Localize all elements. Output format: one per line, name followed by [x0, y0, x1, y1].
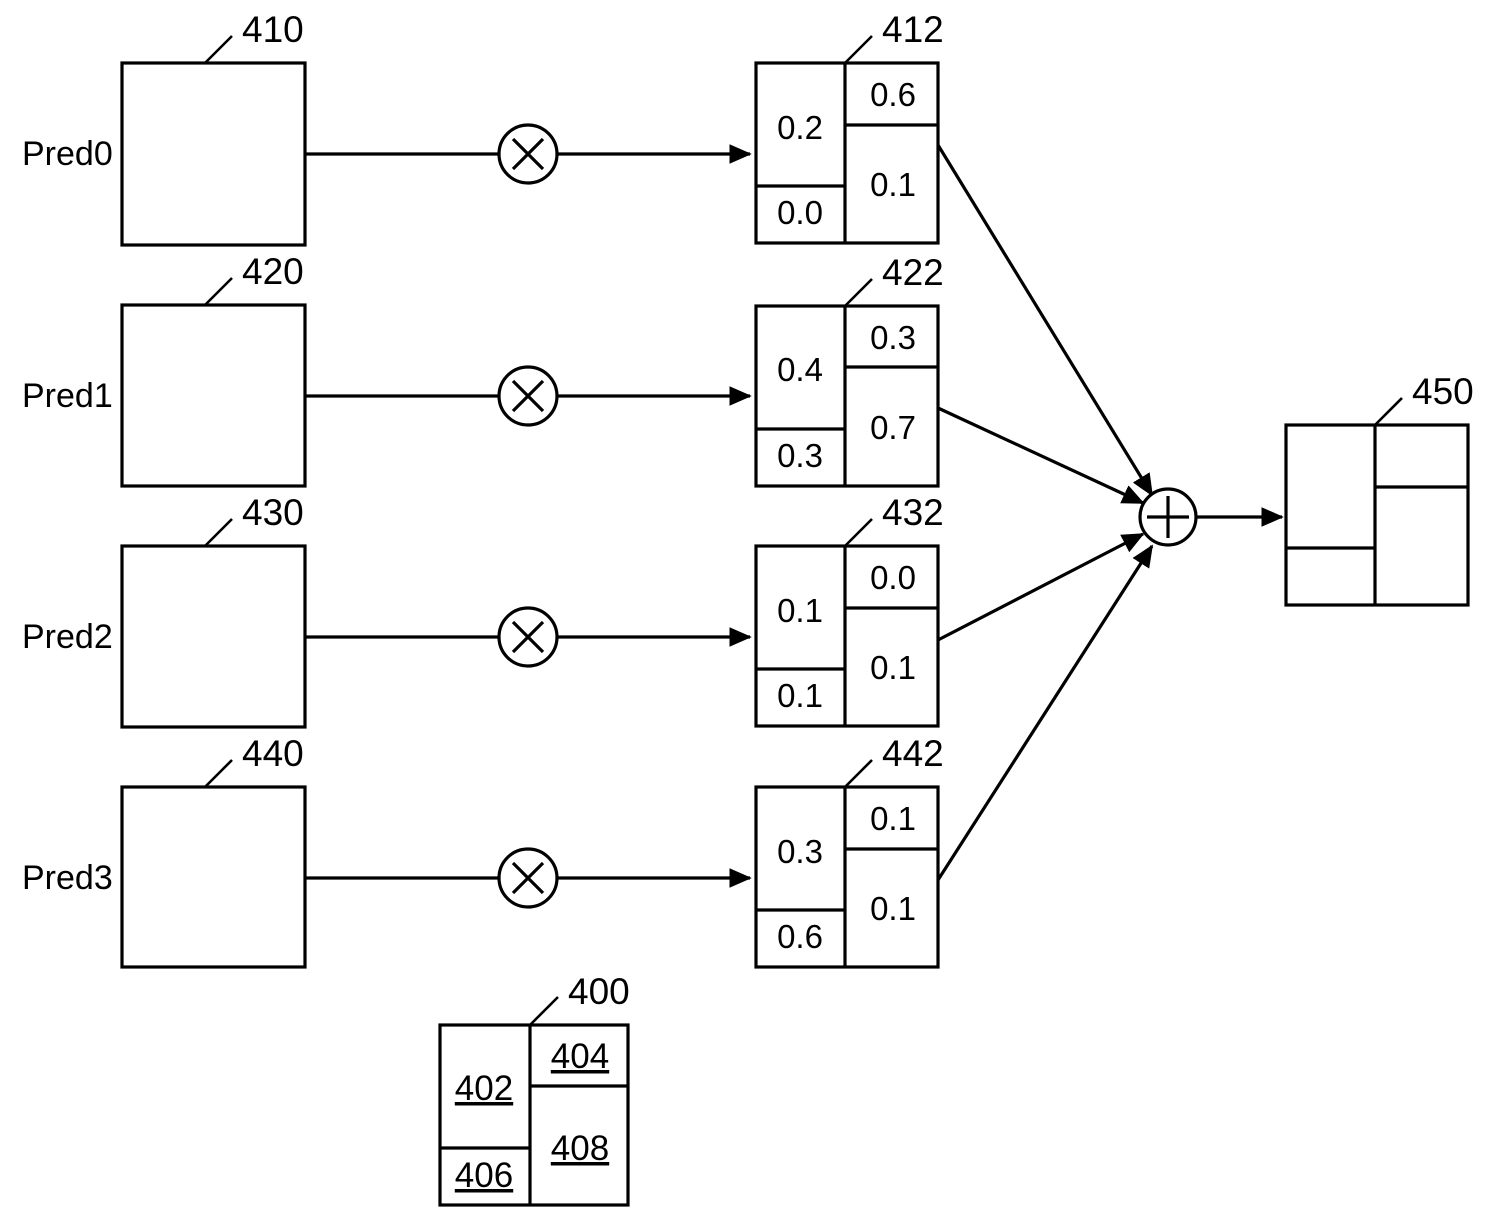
weight-432-bottom-left: 0.1 — [777, 677, 823, 714]
weight-442-bottom-right: 0.1 — [870, 890, 916, 927]
weight-422-bottom-right: 0.7 — [870, 409, 916, 446]
block432-to-adder-arrow — [937, 532, 1145, 642]
weighted-block-432[interactable] — [754, 544, 940, 728]
ref-label-400: 400 — [568, 971, 630, 1012]
ref-leader-422 — [844, 278, 873, 307]
weight-432-top-right: 0.0 — [870, 559, 916, 596]
ref-label-440: 440 — [242, 733, 304, 774]
weight-422-top-right: 0.3 — [870, 319, 916, 356]
weighted-block-442[interactable] — [754, 785, 940, 969]
ref-label-410: 410 — [242, 9, 304, 50]
ref-leader-410 — [204, 35, 233, 64]
weight-412-top-left: 0.2 — [777, 109, 823, 146]
pred3-label: Pred3 — [22, 859, 113, 897]
weight-432-top-left: 0.1 — [777, 592, 823, 629]
weight-412-bottom-left: 0.0 — [777, 194, 823, 231]
weight-422-top-left: 0.4 — [777, 351, 823, 388]
ref-label-432: 432 — [882, 492, 944, 533]
weight-442-top-right: 0.1 — [870, 800, 916, 837]
ref-leader-442 — [844, 759, 873, 788]
pred2-label: Pred2 — [22, 618, 113, 656]
weight-442-bottom-left: 0.6 — [777, 918, 823, 955]
multiply-x-icon-0 — [511, 137, 545, 171]
multiply-x-icon-3 — [511, 861, 545, 895]
ref-label-442: 442 — [882, 733, 944, 774]
pred0-label: Pred0 — [22, 135, 113, 173]
weight-422-bottom-left: 0.3 — [777, 437, 823, 474]
legend-partition-402: 402 — [455, 1069, 513, 1108]
ref-label-430: 430 — [242, 492, 304, 533]
pred0-block[interactable] — [120, 61, 307, 247]
weight-442-top-left: 0.3 — [777, 833, 823, 870]
ref-leader-440 — [204, 759, 233, 788]
ref-leader-430 — [204, 518, 233, 547]
weighted-block-422[interactable] — [754, 304, 940, 488]
ref-label-412: 412 — [882, 9, 944, 50]
weight-432-bottom-right: 0.1 — [870, 649, 916, 686]
output-block-450[interactable] — [1284, 423, 1470, 607]
pred2-block[interactable] — [120, 544, 307, 729]
ref-leader-432 — [844, 518, 873, 547]
ref-label-420: 420 — [242, 251, 304, 292]
block412-to-adder-arrow — [936, 144, 1154, 497]
weighted-block-412[interactable] — [754, 61, 940, 245]
legend-partition-408: 408 — [551, 1129, 609, 1168]
ref-leader-450 — [1374, 397, 1403, 426]
block422-to-adder-arrow — [937, 406, 1145, 505]
plus-icon — [1147, 496, 1189, 538]
ref-label-450: 450 — [1412, 371, 1474, 412]
legend-partition-406: 406 — [455, 1156, 513, 1195]
ref-leader-420 — [204, 277, 233, 306]
block442-to-adder-arrow — [936, 544, 1154, 881]
weight-412-top-right: 0.6 — [870, 76, 916, 113]
multiply-x-icon-1 — [511, 379, 545, 413]
pred1-label: Pred1 — [22, 377, 113, 415]
ref-leader-412 — [844, 35, 873, 64]
ref-label-422: 422 — [882, 252, 944, 293]
legend-partition-404: 404 — [551, 1037, 609, 1076]
pred3-block[interactable] — [120, 785, 307, 969]
pred1-block[interactable] — [120, 303, 307, 488]
ref-leader-400 — [529, 996, 559, 1026]
multiply-x-icon-2 — [511, 620, 545, 654]
legend-block-400[interactable] — [438, 1023, 630, 1207]
weight-412-bottom-right: 0.1 — [870, 166, 916, 203]
